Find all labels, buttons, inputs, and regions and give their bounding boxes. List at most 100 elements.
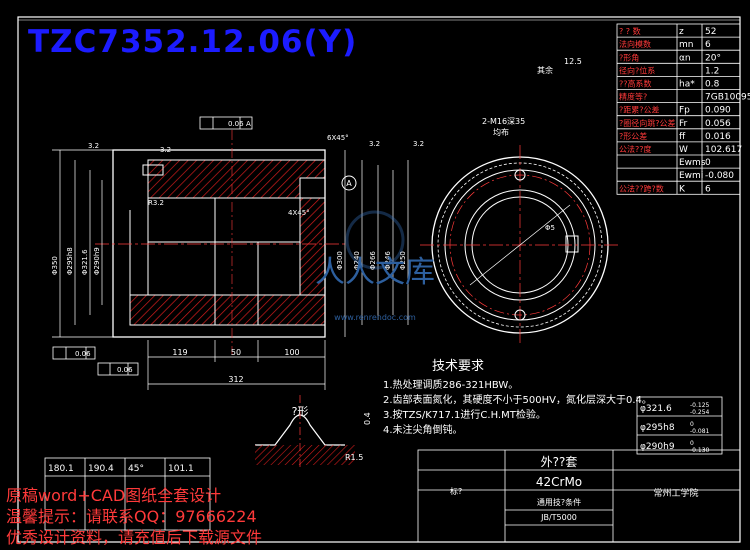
param-symbol: ha* xyxy=(679,80,695,90)
param-symbol: K xyxy=(679,184,686,194)
diameter-dim: Φ300 xyxy=(336,251,344,270)
left-table-cell: 101.1 xyxy=(168,464,194,474)
param-value: 20° xyxy=(705,53,721,63)
param-value: 0.056 xyxy=(705,119,731,129)
tolerance-upper: 0 xyxy=(690,440,694,447)
param-symbol: ff xyxy=(679,132,686,142)
tolerance-row: φ321.6 xyxy=(640,404,672,414)
thread-dim: 均布 xyxy=(493,127,509,137)
roughness: 3.2 xyxy=(369,140,380,148)
promo-line-3: 优秀设计资料，请充值后下载源文件 xyxy=(6,528,263,547)
chamfer-dim: 4X45° xyxy=(288,209,310,217)
standard-1: 通用技?条件 xyxy=(537,497,581,507)
param-label: ? ? 数 xyxy=(619,26,641,36)
parameter-table-frame xyxy=(616,23,741,195)
roughness: 3.2 xyxy=(413,140,424,148)
tech-req-item: 1.热处理调质286-321HBW。 xyxy=(383,378,518,391)
left-table-cell: 190.4 xyxy=(88,464,114,474)
tech-req-item: 2.齿部表面氮化，其硬度不小于500HV，氮化层深大于0.4。 xyxy=(383,393,652,406)
tolerance-lower: -0.081 xyxy=(690,428,710,435)
param-label: 公法??跨?数 xyxy=(619,183,664,193)
param-value: -0.080 xyxy=(705,171,734,181)
section-view xyxy=(95,130,345,355)
watermark-text: 人人文库 xyxy=(315,255,435,290)
bottom-dimensions xyxy=(147,340,326,390)
section-hatch-top xyxy=(147,159,326,199)
datum-a-marker xyxy=(341,175,357,191)
param-label: 径向?位系 xyxy=(619,65,655,75)
param-symbol: mn xyxy=(679,40,693,50)
standard-2: JB/T5000 xyxy=(540,513,577,522)
left-table-cell: 180.1 xyxy=(48,464,74,474)
param-value: 0 xyxy=(705,158,711,168)
tolerance-upper: 0 xyxy=(690,421,694,428)
param-label: ?距累?公差 xyxy=(619,105,660,115)
datum-letter: A xyxy=(346,179,352,188)
tolerance-row: φ290h9 xyxy=(640,442,675,452)
gtol-value: 0.06 xyxy=(228,120,244,128)
param-label: ?形角 xyxy=(619,52,639,62)
thread-dim: 2-M16深35 xyxy=(482,117,525,126)
param-symbol: Ewmi xyxy=(679,171,703,181)
roughness: 3.2 xyxy=(160,146,171,154)
length-dim: 312 xyxy=(228,375,243,384)
gtol-datum: A xyxy=(246,120,251,128)
tooth-profile-detail xyxy=(255,395,355,470)
length-dim: 119 xyxy=(172,348,187,357)
watermark-url: www.renrendoc.com xyxy=(334,313,416,322)
part-name: 外??套 xyxy=(541,455,578,469)
outer-body xyxy=(112,149,326,338)
roughness: 12.5 xyxy=(564,57,582,66)
gear-dim: Φ5 xyxy=(545,224,555,232)
param-symbol: z xyxy=(679,27,684,37)
param-value: 0.016 xyxy=(705,132,731,142)
company: 常州工学院 xyxy=(653,487,698,499)
radius-dim: R3.2 xyxy=(148,199,164,207)
tech-req-title: 技术要求 xyxy=(432,359,484,374)
keyway xyxy=(142,164,164,176)
param-value: 1.2 xyxy=(705,66,719,76)
param-value: 7GB10095-88 xyxy=(705,93,750,103)
promo-line-1: 原稿word+CAD图纸全套设计 xyxy=(6,486,222,505)
promo-line-2: 温馨提示：请联系QQ：97666224 xyxy=(6,507,257,526)
diameter-dim: Φ321.6 xyxy=(81,249,89,275)
section-hatch-bottom xyxy=(129,294,326,326)
roughness: 3.2 xyxy=(88,142,99,150)
param-label: ??高系数 xyxy=(619,79,652,89)
diameter-dim: Φ246 xyxy=(384,251,392,270)
param-symbol: Ewms xyxy=(679,158,706,168)
length-dim: 50 xyxy=(231,348,241,357)
param-label: ?形公差 xyxy=(619,131,647,141)
tolerance-lower: -0.254 xyxy=(690,409,710,416)
left-bottom-table xyxy=(44,457,211,531)
tolerance-upper: -0.125 xyxy=(690,402,710,409)
diameter-dim: Φ295h8 xyxy=(66,247,74,275)
param-label: ?圈径向跳?公差 xyxy=(619,118,676,128)
param-symbol: Fr xyxy=(679,119,688,129)
tolerance-lower: -0.130 xyxy=(690,447,710,454)
gear-end-view xyxy=(420,145,620,345)
param-value: 0.8 xyxy=(705,80,720,90)
diameter-dim: Φ290h9 xyxy=(93,247,101,275)
watermark xyxy=(345,210,405,270)
roughness-note: 其余 xyxy=(537,65,553,75)
param-value: 0.090 xyxy=(705,106,731,116)
param-value: 6 xyxy=(705,184,711,194)
tooth-dim: R1.5 xyxy=(345,453,363,462)
diameter-dim: Φ240 xyxy=(353,251,361,270)
param-label: 公法??度 xyxy=(619,144,652,154)
left-dimensions xyxy=(52,149,113,338)
param-label: 精度等? xyxy=(619,92,647,102)
param-value: 6 xyxy=(705,40,711,50)
tech-req-item: 3.按TZS/K717.1进行C.H.MT检验。 xyxy=(383,408,546,421)
tooth-dim: 0.4 xyxy=(363,412,372,425)
tooth-view-label: ?形 xyxy=(292,405,309,418)
param-symbol: W xyxy=(679,145,688,155)
title-note: 标? xyxy=(450,486,462,496)
param-symbol: Fp xyxy=(679,106,690,116)
tech-req-item: 4.未注尖角倒钝。 xyxy=(383,423,463,436)
diameter-dim: Φ250 xyxy=(399,251,407,270)
param-value: 52 xyxy=(705,27,716,37)
